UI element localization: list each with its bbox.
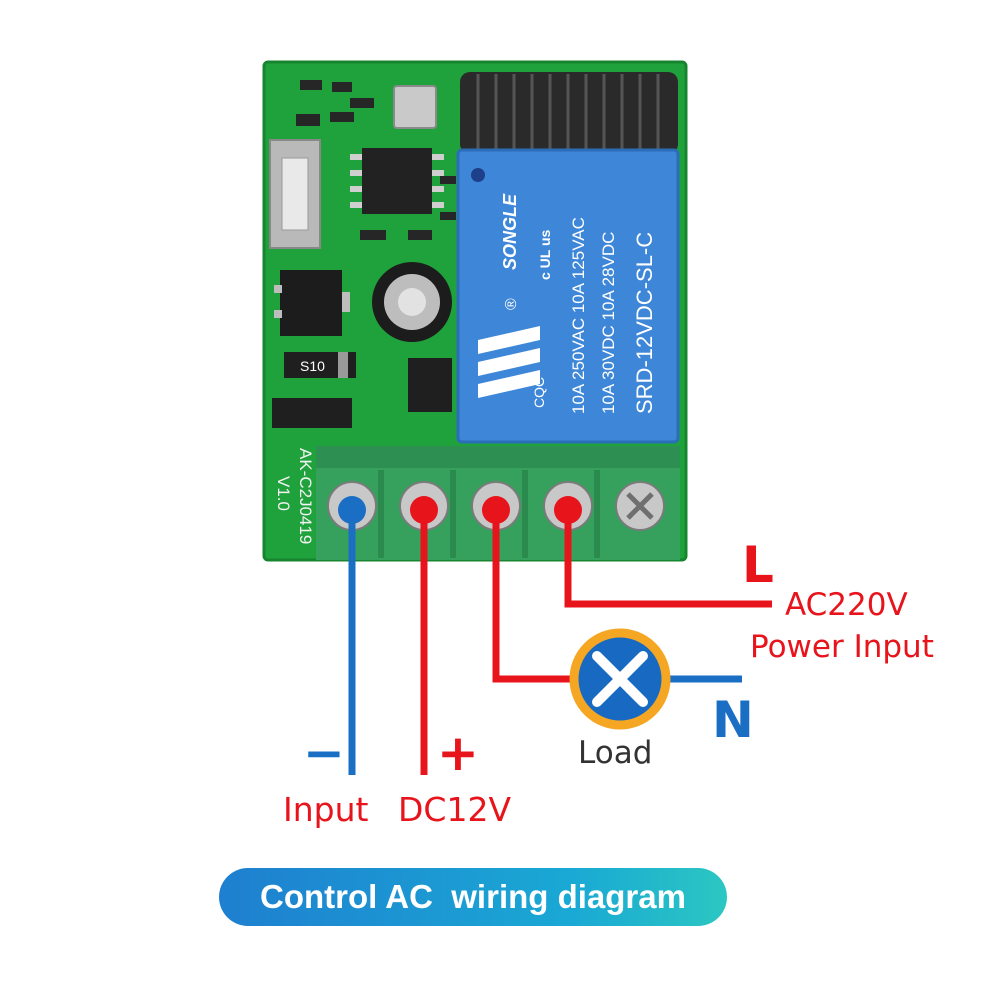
relay-rating-1: 10A 250VAC 10A 125VAC (569, 217, 588, 414)
terminal-dot-positive (410, 496, 438, 524)
voltage-regulator (274, 270, 350, 336)
neutral-label: N (712, 691, 754, 749)
caption-text: Control AC wiring diagram (260, 878, 686, 915)
antenna-coil (460, 72, 678, 154)
diode-3 (408, 358, 452, 412)
ic-chip (350, 148, 444, 214)
terminal-dot-negative (338, 496, 366, 524)
crystal-oscillator (393, 85, 437, 129)
relay: SONGLE ® CQC c UL us 10A 250VAC 10A 125V… (456, 148, 680, 444)
live-label: L (742, 536, 774, 594)
push-button (269, 139, 321, 249)
terminal-dot-load (482, 496, 510, 524)
pcb-model: AK-C2J0419 (296, 448, 315, 544)
relay-ul: c UL us (537, 229, 553, 280)
wire-load (492, 510, 572, 683)
power-input-label: Power Input (750, 629, 934, 665)
dc-voltage-label: DC12V (398, 790, 512, 829)
load-label: Load (578, 735, 653, 771)
relay-brand: SONGLE (500, 193, 520, 270)
smd-components (296, 80, 456, 240)
lamp-icon (569, 628, 671, 730)
relay-model: SRD-12VDC-SL-C (632, 232, 657, 414)
caption-banner: Control AC wiring diagram (219, 868, 727, 926)
minus-label: − (303, 724, 345, 782)
input-label: Input (283, 790, 369, 829)
relay-cqc: CQC (531, 377, 547, 408)
ac-voltage-label: AC220V (785, 587, 908, 623)
capacitor (372, 262, 452, 342)
diode-marking: S10 (300, 358, 325, 374)
relay-rating-2: 10A 30VDC 10A 28VDC (599, 232, 618, 414)
plus-label: + (437, 724, 479, 782)
terminal-dot-live (554, 496, 582, 524)
wires (348, 510, 772, 775)
relay-r: ® (503, 298, 520, 310)
pcb-version: V1.0 (274, 476, 293, 511)
wire-live (564, 510, 772, 608)
diode-s10: S10 (284, 352, 356, 378)
diode-2 (272, 398, 352, 428)
